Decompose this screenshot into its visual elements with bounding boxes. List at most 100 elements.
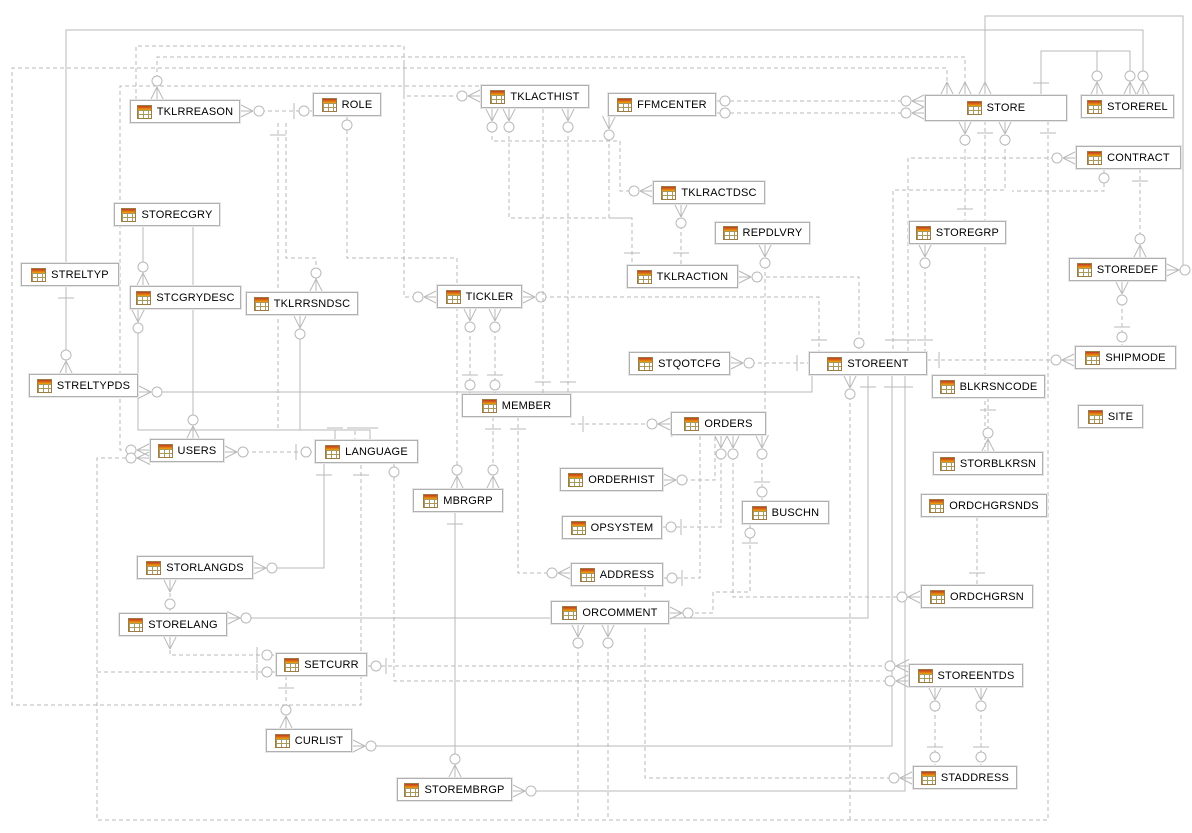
entity-tklacthist[interactable]: TKLACTHIST (481, 85, 589, 108)
table-icon (136, 104, 152, 119)
connection-buschn-orcomment (668, 524, 758, 620)
entity-store[interactable]: STORE (925, 95, 1067, 121)
entity-ordchgrsnds[interactable]: ORDCHGRSNDS (921, 494, 1047, 517)
entity-storembrgp[interactable]: STOREMBRGP (397, 778, 512, 801)
entity-label: SHIPMODE (1105, 351, 1166, 364)
entity-orcomment[interactable]: ORCOMMENT (551, 601, 669, 624)
entity-mbrgrp[interactable]: MBRGRP (413, 489, 503, 512)
connection-mbrgrp-storembrgp (447, 512, 463, 779)
entity-tklrreason[interactable]: TKLRREASON (130, 100, 240, 123)
table-icon (617, 97, 633, 112)
entity-label: MEMBER (501, 399, 552, 412)
entity-label: ROLE (341, 98, 373, 111)
entity-label: STOREREL (1107, 100, 1168, 113)
table-icon (939, 456, 955, 471)
entity-ffmcenter[interactable]: FFMCENTER (608, 93, 716, 116)
entity-shipmode[interactable]: SHIPMODE (1075, 346, 1176, 369)
entity-storegrp[interactable]: STOREGRP (909, 221, 1006, 244)
entity-label: ADDRESS (599, 568, 655, 581)
table-icon (562, 605, 578, 620)
entity-label: USERS (177, 444, 217, 457)
connection-store-storerel (1033, 50, 1137, 96)
entity-storlangds[interactable]: STORLANGDS (137, 556, 253, 579)
entity-storedef[interactable]: STOREDEF (1069, 258, 1166, 281)
connection-store-storblkrsn (932, 121, 993, 475)
table-icon (939, 379, 955, 394)
table-icon (917, 668, 933, 683)
entity-label: SITE (1107, 410, 1134, 423)
entity-language[interactable]: LANGUAGE (315, 440, 418, 463)
entity-streltypds[interactable]: STRELTYPDS (29, 374, 138, 397)
entity-orders[interactable]: ORDERS (671, 412, 766, 435)
entity-label: STORBLKRSN (959, 457, 1037, 470)
table-icon (920, 770, 936, 785)
entity-repdlvry[interactable]: REPDLVRY (715, 222, 810, 244)
connection-contract-storedef (1132, 169, 1148, 259)
connection-tklacthist-member (560, 107, 576, 394)
entity-storblkrsn[interactable]: STORBLKRSN (933, 452, 1043, 475)
entity-blkrsncode[interactable]: BLKRSNCODE (932, 375, 1045, 398)
entity-opsystem[interactable]: OPSYSTEM (562, 516, 662, 539)
entity-contract[interactable]: CONTRACT (1076, 146, 1181, 169)
entity-member[interactable]: MEMBER (462, 394, 571, 417)
connection-storecgry-stcgrydesc (136, 226, 150, 287)
entity-tklractdsc[interactable]: TKLRACTDSC (653, 181, 765, 204)
entity-buschn[interactable]: BUSCHN (742, 501, 829, 524)
table-icon (481, 398, 497, 413)
entity-label: ORDCHGRSNDS (949, 499, 1039, 512)
entity-label: STQOTCFG (658, 357, 721, 370)
entity-label: STOREENT (847, 357, 909, 370)
connection-storedef-shipmode (1114, 280, 1130, 346)
entity-staddress[interactable]: STADDRESS (913, 766, 1017, 789)
entity-users[interactable]: USERS (150, 439, 224, 462)
table-icon (36, 378, 52, 393)
connection-member-mbrgrp (485, 417, 501, 490)
entity-label: ORDERHIST (588, 473, 655, 486)
entity-streltyp[interactable]: STRELTYP (21, 263, 119, 286)
entity-stqotcfg[interactable]: STQOTCFG (629, 352, 730, 375)
entity-setcurr[interactable]: SETCURR (276, 653, 367, 676)
connection-storembrgp-storeent (511, 375, 913, 798)
entity-storeentds[interactable]: STOREENTDS (909, 664, 1023, 687)
connection-blkrsncode-storblkrsn (980, 398, 996, 453)
connection-orders-buschn (754, 434, 770, 501)
entity-label: TKLRACTDSC (681, 186, 757, 199)
table-icon (121, 207, 137, 222)
entity-tklrrsndsc[interactable]: TKLRRSNDSC (246, 292, 358, 315)
entity-label: MBRGRP (443, 494, 493, 507)
entity-label: TKLRACTION (656, 270, 729, 283)
entity-site[interactable]: SITE (1078, 405, 1143, 428)
entity-label: ORDERS (704, 417, 753, 430)
entity-curlist[interactable]: CURLIST (266, 729, 352, 752)
entity-tklraction[interactable]: TKLRACTION (627, 265, 738, 288)
entity-label: SETCURR (304, 658, 359, 671)
table-icon (966, 101, 982, 115)
entity-label: ORCOMMENT (582, 606, 658, 619)
entity-role[interactable]: ROLE (313, 93, 381, 116)
entity-tickler[interactable]: TICKLER (437, 285, 522, 308)
table-icon (722, 226, 738, 240)
table-icon (128, 617, 144, 632)
connection-store-users (96, 121, 1056, 821)
table-icon (1085, 350, 1101, 365)
entity-address[interactable]: ADDRESS (571, 563, 663, 586)
entity-orderhist[interactable]: ORDERHIST (560, 468, 663, 491)
connection-tklrreason-tklrrsndsc (285, 123, 323, 293)
connection-address-orders (663, 423, 701, 586)
entity-label: STADDRESS (940, 771, 1010, 784)
entity-storelang[interactable]: STORELANG (119, 613, 227, 636)
entity-ordchgrsn[interactable]: ORDCHGRSN (921, 585, 1033, 608)
connection-storecgry-users (186, 226, 200, 440)
entity-label: STORECGRY (141, 208, 213, 221)
connection-tklrreason-store (150, 56, 972, 101)
entity-storerel[interactable]: STOREREL (1081, 95, 1174, 118)
entity-storecgry[interactable]: STORECGRY (114, 203, 220, 226)
connection-tickler-member (487, 307, 503, 394)
table-icon (274, 733, 290, 748)
connection-tickler-member (462, 307, 478, 394)
entity-storeent[interactable]: STOREENT (809, 352, 927, 375)
entity-label: CONTRACT (1107, 151, 1170, 164)
entity-stcgrydesc[interactable]: STCGRYDESC (130, 286, 241, 309)
connection-setcurr-storeentds (367, 658, 910, 674)
